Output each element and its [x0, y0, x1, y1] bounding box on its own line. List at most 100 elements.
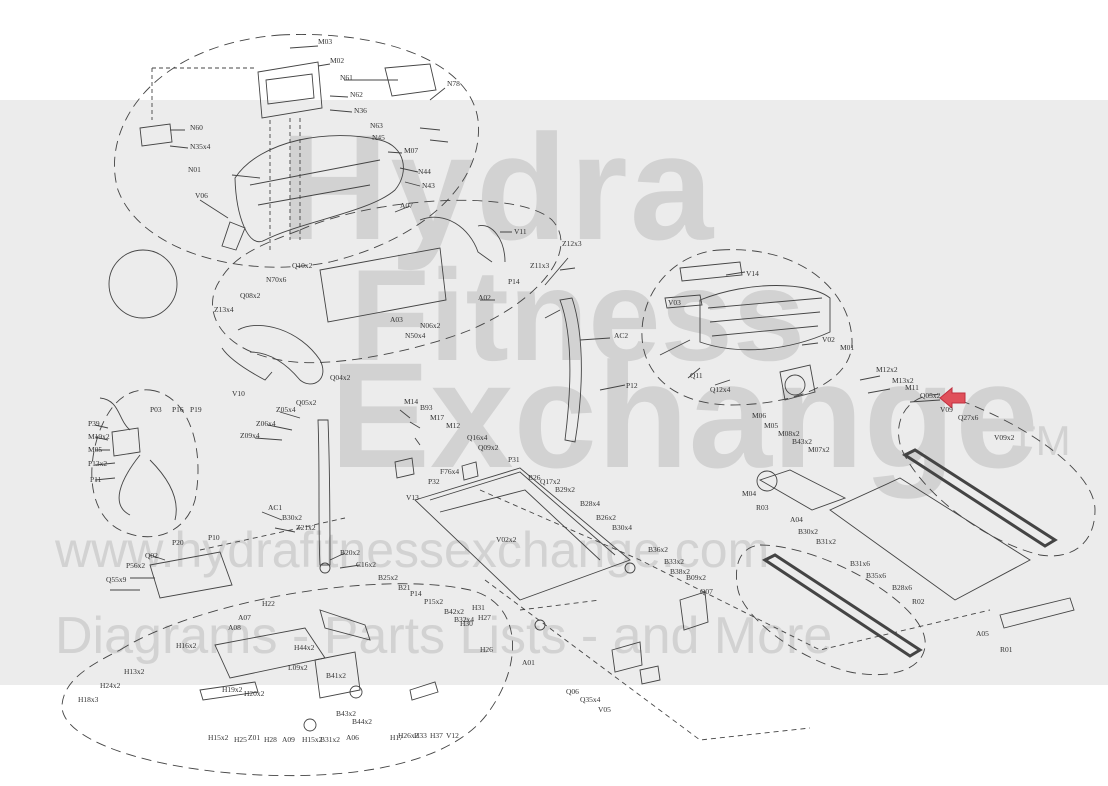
motor-hood — [699, 285, 831, 351]
part-label-z12x3: Z12x3 — [562, 239, 582, 248]
handlebar-right — [419, 216, 493, 263]
part-label-m07: M07 — [404, 146, 418, 155]
part-label-h17: H17 — [390, 733, 403, 742]
part-label-r03: R03 — [756, 503, 769, 512]
part-label-b32x4: B32x4 — [454, 615, 474, 624]
part-label-v06: V06 — [195, 191, 208, 200]
part-label-b25x2: B25x2 — [378, 573, 398, 582]
part-label-q05x2b: Q05x2 — [920, 391, 941, 400]
part-label-h24x2: H24x2 — [100, 681, 121, 690]
rear-roller — [999, 597, 1075, 629]
part-label-a03: A03 — [390, 315, 403, 324]
part-label-b43x2: B43x2 — [792, 437, 812, 446]
part-label-q55x9: Q55x9 — [106, 575, 127, 584]
part-label-a07b: A07 — [238, 613, 251, 622]
part-label-h26: H26 — [480, 645, 493, 654]
console-display-housing — [257, 61, 323, 119]
part-label-p56x2: P56x2 — [126, 561, 145, 570]
part-label-z05x4: Z05x4 — [276, 405, 296, 414]
part-label-m02: M02 — [330, 56, 344, 65]
side-rail-right — [901, 448, 1058, 548]
part-label-h18x3: H18x3 — [78, 695, 99, 704]
part-label-a06: A06 — [346, 733, 359, 742]
part-label-v10: V10 — [232, 389, 245, 398]
part-label-h20x2: H20x2 — [244, 689, 265, 698]
part-label-h31: H31 — [472, 603, 485, 612]
part-label-q10x2: Q10x2 — [292, 261, 313, 270]
lower-cover — [149, 551, 233, 599]
part-label-n01: N01 — [188, 165, 201, 174]
part-label-v13: V13 — [406, 493, 419, 502]
part-label-v05: V05 — [598, 705, 611, 714]
part-label-h37: H37 — [430, 731, 443, 740]
part-label-v11: V11 — [514, 227, 527, 236]
part-label-p03: P03 — [150, 405, 162, 414]
part-label-b28x4: B28x4 — [580, 499, 600, 508]
part-label-b26: B26 — [528, 473, 541, 482]
part-label-m05: M05 — [764, 421, 778, 430]
part-label-h27: H27 — [478, 613, 491, 622]
part-label-b30x4: B30x4 — [612, 523, 632, 532]
part-label-m01: M01 — [840, 343, 854, 352]
part-label-b29x2: B29x2 — [555, 485, 575, 494]
part-label-b36x2: B36x2 — [648, 545, 668, 554]
watermark-url: www.hydrafitnessexchange.com — [55, 522, 770, 578]
part-label-h30: H30 — [460, 619, 473, 628]
part-label-v14: V14 — [746, 269, 759, 278]
part-label-h15x2b: H15x2 — [302, 735, 323, 744]
detail-callout-circle — [108, 249, 178, 319]
part-label-q07: Q07 — [700, 587, 713, 596]
watermark-tagline: Diagrams - Parts Lists - and More — [55, 607, 833, 665]
part-label-n70x6: N70x6 — [266, 275, 287, 284]
part-label-m14: M14 — [404, 397, 418, 406]
part-label-l09x2: L09x2 — [288, 663, 308, 672]
part-label-m06: M06 — [752, 411, 766, 420]
part-label-q05x2: Q05x2 — [296, 398, 317, 407]
handlebar-left — [237, 324, 324, 385]
part-label-m13x2: M13x2 — [892, 376, 914, 385]
part-label-h44x2: H44x2 — [294, 643, 315, 652]
part-label-n44: N44 — [418, 167, 431, 176]
part-label-b21: B21 — [398, 583, 411, 592]
part-label-p19: P19 — [190, 405, 202, 414]
part-label-b31x2c: B31x2 — [320, 735, 340, 744]
part-label-a02: A02 — [478, 293, 491, 302]
watermark-line-1: Hydra — [280, 103, 716, 271]
part-label-a08: A08 — [228, 623, 241, 632]
part-label-p39: P39 — [88, 419, 100, 428]
rail-left-group-outline — [736, 544, 926, 676]
part-label-ac2: AC2 — [614, 331, 628, 340]
part-label-q11: Q11 — [690, 371, 703, 380]
part-label-b93: B93 — [420, 403, 433, 412]
part-label-p20: P20 — [172, 538, 184, 547]
part-label-z06x4: Z06x4 — [256, 419, 276, 428]
part-label-m03: M03 — [318, 37, 332, 46]
part-label-m05b: M05 — [88, 445, 102, 454]
part-label-v09: V09 — [940, 405, 953, 414]
part-label-a07: A07 — [400, 201, 413, 210]
part-label-h22: H22 — [262, 599, 275, 608]
part-label-b43x2b: B43x2 — [336, 709, 356, 718]
part-label-q09x2: Q09x2 — [478, 443, 499, 452]
front-roller — [758, 469, 847, 511]
part-label-p14b: P14 — [410, 589, 422, 598]
part-label-h28: H28 — [264, 735, 277, 744]
part-label-v02: V02 — [822, 335, 835, 344]
side-cap-q06 — [611, 641, 643, 673]
part-label-p10: P10 — [208, 533, 220, 542]
part-label-n45: N45 — [372, 133, 385, 142]
part-label-q35x4: Q35x4 — [580, 695, 601, 704]
part-label-b42x2: B42x2 — [444, 607, 464, 616]
watermark-line-2: Fitness — [350, 242, 806, 388]
part-label-p14: P14 — [508, 277, 520, 286]
part-label-h25: H25 — [234, 735, 247, 744]
part-label-h19x2: H19x2 — [222, 685, 243, 694]
part-label-z13x4: Z13x4 — [214, 305, 234, 314]
watermark-trademark: TM — [1010, 417, 1071, 464]
part-label-n50x4: N50x4 — [405, 331, 426, 340]
part-label-h33: H33 — [414, 731, 427, 740]
base-group-outline — [61, 583, 514, 777]
part-label-n35x4: N35x4 — [190, 142, 211, 151]
part-label-q12x4: Q12x4 — [710, 385, 731, 394]
